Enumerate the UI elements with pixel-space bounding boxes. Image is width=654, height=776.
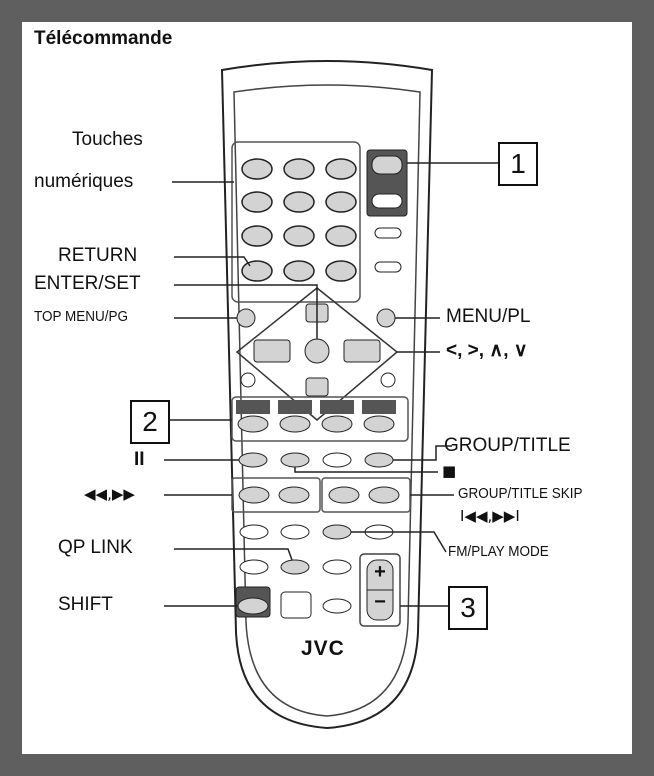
return-label: RETURN [58, 245, 138, 266]
power-button [371, 155, 403, 175]
source-button-top [278, 400, 312, 414]
numeric-key [325, 260, 357, 282]
rewind-key [238, 486, 270, 504]
source-button-tops [236, 400, 396, 414]
cursor-left-key [253, 339, 291, 363]
skip-forward-key [368, 486, 400, 504]
numeric-keys [241, 158, 357, 282]
numeric-keys-label-line2: numériques [34, 171, 134, 192]
misc-keys [235, 524, 394, 619]
callout-2: 2 [130, 400, 170, 444]
source-button-top [236, 400, 270, 414]
source-buttons-frame [231, 396, 409, 442]
small-key-right [374, 227, 402, 239]
qp-link-label: QP LINK [58, 537, 133, 558]
volume-frame [359, 553, 401, 627]
leader-enter-set [174, 284, 318, 339]
source-button [321, 415, 353, 433]
source-button [363, 415, 395, 433]
rew-ff-label: ◀◀,▶▶ [84, 485, 135, 503]
volume-minus: − [374, 591, 386, 613]
menu-pl-key [376, 308, 396, 328]
shift-key [237, 597, 269, 615]
numeric-key [325, 191, 357, 213]
pause-label: II [134, 449, 145, 470]
seek-keys [238, 486, 400, 504]
numeric-key [325, 225, 357, 247]
numeric-key [283, 191, 315, 213]
numeric-key [283, 260, 315, 282]
small-key-right [374, 261, 402, 273]
numeric-key [241, 158, 273, 180]
brand-logo: JVC [301, 637, 345, 660]
small-round-key [240, 372, 256, 388]
diagram-panel: Télécommande [22, 22, 632, 754]
shift-label: SHIFT [58, 594, 113, 615]
small-key [322, 452, 352, 468]
numeric-key [283, 158, 315, 180]
fast-forward-key [278, 486, 310, 504]
remote-inner-outline [233, 84, 421, 717]
leader-fm-play-mode [351, 531, 447, 553]
group-title-label: GROUP/TITLE [444, 435, 571, 456]
leader-group-title [393, 445, 452, 461]
source-button [279, 415, 311, 433]
leader-qp-link [174, 548, 293, 561]
small-key [280, 524, 310, 540]
pause-key [238, 452, 268, 468]
source-button [237, 415, 269, 433]
numeric-key [241, 191, 273, 213]
leader-stop [294, 467, 438, 473]
small-key [239, 559, 269, 575]
cursor-keys-label: <, >, ∧, ∨ [446, 340, 528, 361]
source-button-top [362, 400, 396, 414]
fm-play-mode-label: FM/PLAY MODE [448, 543, 549, 560]
page-title: Télécommande [34, 28, 173, 49]
transport-row [238, 452, 394, 468]
small-key [322, 559, 352, 575]
skip-back-key [328, 486, 360, 504]
leader-return [174, 256, 251, 267]
volume-plus: + [374, 561, 386, 583]
stop-key [280, 452, 310, 468]
cursor-right-key [343, 339, 381, 363]
callout-3: 3 [448, 586, 488, 630]
numeric-keys-label-line1: Touches [72, 129, 143, 150]
top-menu-label: TOP MENU/PG [34, 308, 129, 325]
square-key [280, 591, 312, 619]
remote-control-drawing [164, 60, 498, 730]
source-button-top [320, 400, 354, 414]
top-menu-key [236, 308, 256, 328]
small-round-key [380, 372, 396, 388]
small-key [239, 524, 269, 540]
small-key [322, 598, 352, 614]
enter-set-label: ENTER/SET [34, 273, 141, 294]
group-title-skip-label: GROUP/TITLE SKIP [458, 485, 583, 502]
enter-set-key [304, 338, 330, 364]
skip-symbols-label: I◀◀,▶▶I [460, 507, 520, 525]
leader-lines [164, 162, 498, 607]
numeric-keypad-frame [231, 141, 361, 303]
numeric-key [241, 225, 273, 247]
stop-label: ■ [442, 462, 457, 480]
fm-play-mode-key [322, 524, 352, 540]
menu-pl-label: MENU/PL [446, 306, 531, 327]
numeric-key [283, 225, 315, 247]
cursor-pad-outline [235, 287, 399, 421]
qp-link-key [280, 559, 310, 575]
group-title-key [364, 452, 394, 468]
numeric-key [325, 158, 357, 180]
standby-button [371, 193, 403, 209]
return-key [241, 260, 273, 282]
cursor-down-key [305, 377, 329, 397]
source-buttons [237, 415, 395, 433]
callout-1: 1 [498, 142, 538, 186]
